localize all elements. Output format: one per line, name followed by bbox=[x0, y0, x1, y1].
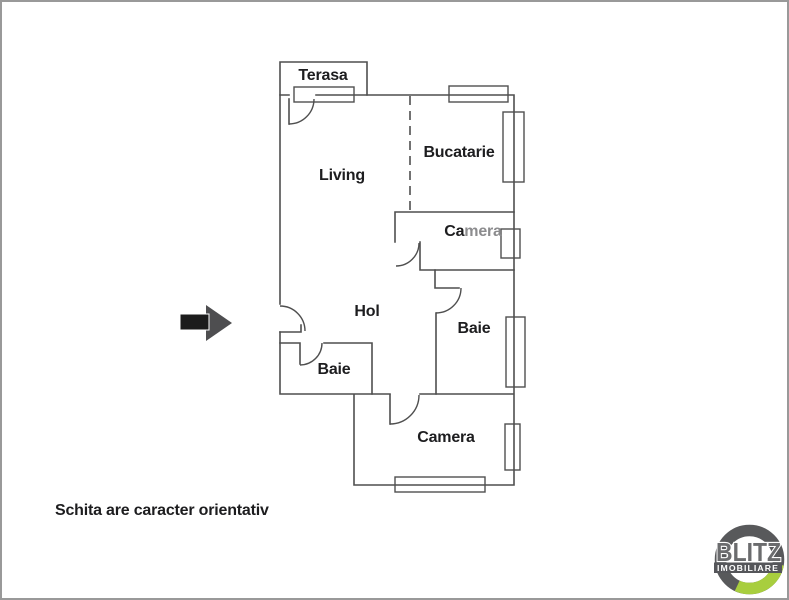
baie-right-window bbox=[505, 316, 526, 388]
terasa-window bbox=[293, 86, 355, 103]
room-label-camera-bottom: Camera bbox=[417, 429, 475, 446]
arrow-icon bbox=[179, 305, 232, 341]
baie-right-walls bbox=[434, 269, 460, 395]
room-label-baie-right: Baie bbox=[458, 320, 491, 337]
room-label-terasa: Terasa bbox=[298, 67, 348, 84]
baie-left-walls bbox=[279, 342, 373, 395]
door-arcs-group bbox=[279, 98, 462, 425]
blitz-logo: BLITZ IMOBILIARE bbox=[714, 524, 785, 595]
logo-tagline-text: IMOBILIARE bbox=[717, 564, 779, 573]
camera-mid-door-arc bbox=[395, 242, 420, 267]
arrow-head bbox=[206, 305, 232, 341]
entrance-jut-wall bbox=[279, 324, 302, 333]
camera-bottom-right-window bbox=[504, 423, 521, 471]
outer-walls bbox=[279, 94, 515, 486]
camera-mid-walls bbox=[394, 211, 515, 271]
room-label-baie-left: Baie bbox=[318, 361, 351, 378]
terasa-outline bbox=[279, 61, 368, 96]
room-label-camera-mid-light: mera bbox=[464, 223, 502, 240]
room-label-camera-mid: Camera bbox=[444, 223, 502, 240]
room-label-camera-mid-dark: Ca bbox=[444, 223, 464, 240]
bucatarie-top-window bbox=[448, 85, 509, 103]
walls-group bbox=[279, 61, 515, 486]
bucatarie-right-window bbox=[502, 111, 525, 183]
baie-left-door-arc bbox=[299, 342, 323, 366]
camera-bottom-door-arc bbox=[389, 394, 420, 425]
arrow-shaft bbox=[179, 313, 210, 331]
camera-mid-window bbox=[500, 228, 521, 259]
room-labels-group: Terasa Living Bucatarie Camera Hol Baie … bbox=[298, 67, 502, 446]
terasa-door-arc bbox=[288, 98, 315, 125]
room-label-bucatarie: Bucatarie bbox=[423, 144, 494, 161]
room-label-living: Living bbox=[319, 167, 365, 184]
entrance-door-arc bbox=[279, 305, 306, 332]
camera-bottom-window bbox=[394, 476, 486, 493]
logo-tagline-band bbox=[714, 562, 782, 573]
room-label-hol: Hol bbox=[354, 303, 379, 320]
baie-right-door-arc bbox=[435, 287, 462, 314]
disclaimer-text: Schita are caracter orientativ bbox=[55, 502, 269, 519]
windows-group bbox=[293, 85, 526, 493]
